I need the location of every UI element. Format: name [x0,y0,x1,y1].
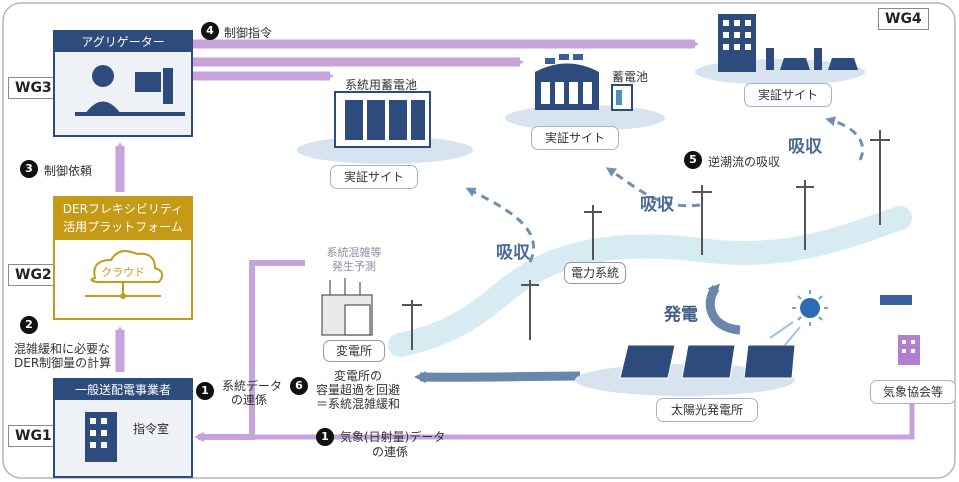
step-6-marker: 6 [290,377,308,395]
step-3-label: 制御依頼 [44,164,93,178]
grid-band [388,206,912,357]
step-2-marker: 2 [20,316,38,334]
arrow-weather-data [198,395,915,440]
office-building-icon [85,412,117,462]
substation-icon [321,278,373,336]
absorb-label-2: 吸収 [640,195,674,215]
utility-title: 一般送配電事業者 [55,380,191,400]
ev-site-pill: 実証サイト [744,83,832,107]
power-system-label: 電力系統 [564,262,626,284]
step-1b-label: 気象(日射量)データ [340,430,446,444]
aggregator-panel: アグリゲーター [53,30,193,137]
substation-label: 変電所 [323,340,385,362]
step-5-marker: 5 [684,151,702,169]
battery-label: 系統用蓄電池 [345,78,418,92]
congestion-line2: 発生予測 [332,260,376,273]
solar-panel-icons [619,344,796,379]
step-4-marker: 4 [201,22,219,40]
store-site-pill: 実証サイト [531,126,619,150]
store-battery-label: 蓄電池 [612,70,649,84]
wg3-label: WG3 [8,77,59,99]
utility-room-label: 指令室 [133,422,170,436]
absorb-label-3: 吸収 [788,137,822,157]
arrow-reverse-flow [414,371,581,384]
der-platform-line1: DERフレキシビリティ [62,202,184,216]
absorb-label-1: 吸収 [496,243,530,263]
step-3-marker: 3 [20,160,38,178]
cloud-icon [85,250,164,299]
step-2-line1: 混雑緩和に必要な [14,342,111,356]
step-2-line2: DER制御量の計算 [14,356,112,370]
weather-building-icon [880,295,920,365]
wg1-label: WG1 [8,425,59,447]
congestion-line1: 系統混雑等 [326,246,382,259]
battery-building-icon [334,91,431,148]
sun-icon [769,290,828,346]
pole-icons [402,130,890,350]
step-6-line1: 変電所の [333,369,382,383]
step-1b-label2: の連係 [372,445,409,459]
generation-label: 発電 [664,305,698,325]
cloud-label: クラウド [101,266,145,279]
battery-site-pill: 実証サイト [330,165,418,189]
aggregator-title: アグリゲーター [55,32,191,52]
dashed-absorb-1 [465,187,535,263]
dashed-absorb-3 [825,116,865,161]
arrow-generation [705,283,741,335]
der-platform-panel: DERフレキシビリティ 活用プラットフォーム クラウド [53,196,193,320]
dashed-absorb-2 [605,167,701,208]
step-4-label: 制御指令 [224,26,273,40]
utility-panel: 一般送配電事業者 指令室 [53,378,193,478]
step-6-line3: ＝系統混雑緩和 [315,397,400,411]
arrow-grid-data [194,260,305,442]
step-1-marker: 1 [196,382,214,400]
der-platform-line2: 活用プラットフォーム [63,220,183,234]
step-6-line2: 容量超過を回避 [315,383,400,397]
ev-building-icon [718,14,858,72]
step-1b-marker: 1 [316,428,334,446]
step-1-label2: の連係 [230,393,267,407]
step-1-label: 系統データ [222,379,283,393]
store-platform [505,105,665,131]
wg4-label: WG4 [878,8,929,30]
operator-icon [75,65,185,116]
solar-plant-pill: 太陽光発電所 [656,398,758,422]
weather-org-pill: 気象協会等 [870,380,956,404]
step-5-label: 逆潮流の吸収 [708,155,781,169]
wg2-label: WG2 [8,264,59,286]
store-building-icon [535,54,633,111]
